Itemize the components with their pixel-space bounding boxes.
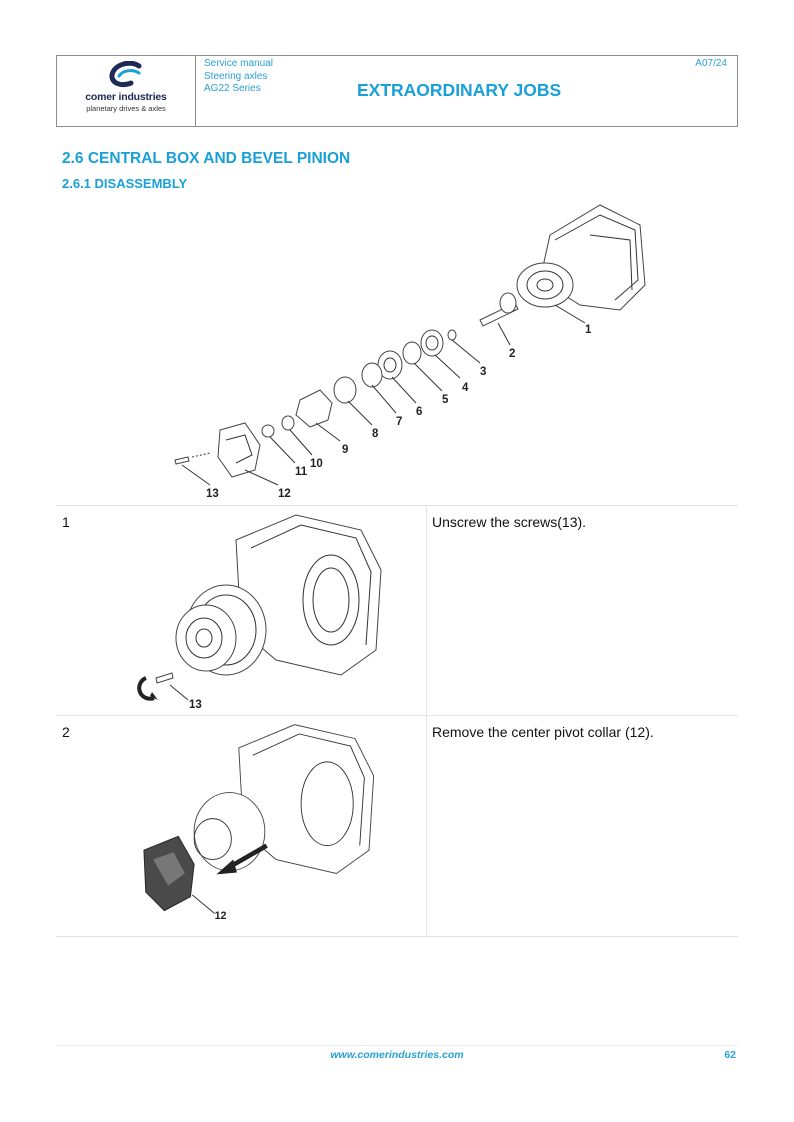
callout-8: 8 <box>372 428 379 440</box>
callout-5: 5 <box>442 394 449 406</box>
callout-2: 2 <box>509 348 515 360</box>
callout-11: 11 <box>295 466 308 478</box>
part-12-pivot-collar <box>217 422 261 478</box>
callout-leaders <box>181 304 586 486</box>
part-10-oring <box>281 415 295 431</box>
bevel-pinion <box>479 292 519 327</box>
part-4-bearing <box>420 329 444 357</box>
column-divider <box>426 506 427 715</box>
pull-arrow-icon <box>216 859 237 875</box>
callout-6: 6 <box>416 406 422 418</box>
step-row: 2 12 Remove the center pivot collar (12)… <box>56 715 738 937</box>
logo-name: comer industries <box>85 91 167 103</box>
step-number: 2 <box>62 724 70 740</box>
part-11-nut <box>261 424 275 438</box>
part-3-shim <box>447 329 457 341</box>
header-title: EXTRAORDINARY JOBS <box>357 80 562 100</box>
page-footer: www.comerindustries.com 62 <box>56 1045 738 1061</box>
part-9-flange <box>295 389 333 428</box>
callout-1: 1 <box>585 324 592 336</box>
part-8-ring <box>333 376 357 404</box>
header-meta: Service manual Steering axles AG22 Serie… <box>204 58 273 96</box>
screw-13 <box>155 672 174 684</box>
meta-series: AG22 Series <box>204 83 261 94</box>
central-box-housing <box>516 204 646 311</box>
section-heading: 2.6 CENTRAL BOX AND BEVEL PINION <box>62 150 351 167</box>
logo-cell: comer industries planetary drives & axle… <box>57 56 196 126</box>
step-row: 1 13 Unscrew the screws(13). <box>56 505 738 715</box>
page-number: 62 <box>724 1049 736 1061</box>
callout-4: 4 <box>462 382 469 394</box>
callout-10: 10 <box>310 458 323 470</box>
page-header: comer industries planetary drives & axle… <box>56 55 738 127</box>
step-1-callout: 13 <box>189 699 202 710</box>
step-2-illustration: 12 <box>143 724 375 920</box>
part-5-ring <box>402 341 422 365</box>
meta-manual-type: Service manual <box>204 58 273 69</box>
procedure-steps: 1 13 Unscrew the screws(13). 2 <box>56 505 738 937</box>
rotate-arrow-icon <box>137 676 155 701</box>
column-divider <box>426 716 427 936</box>
step-number: 1 <box>62 514 70 530</box>
comer-logo-icon <box>109 61 142 88</box>
logo-tagline: planetary drives & axles <box>86 104 166 113</box>
callout-3: 3 <box>480 366 486 378</box>
exploded-view-diagram: 1 2 3 4 5 6 7 8 9 10 11 12 13 <box>174 204 646 500</box>
subsection-heading: 2.6.1 DISASSEMBLY <box>62 176 188 191</box>
step-instruction: Unscrew the screws(13). <box>432 514 587 530</box>
callout-9: 9 <box>342 444 348 456</box>
step-2-callout: 12 <box>215 910 227 920</box>
part-7-spacer <box>361 362 383 388</box>
meta-product-line: Steering axles <box>204 70 268 82</box>
callout-labels: 1 2 3 4 5 6 7 8 9 10 11 12 13 <box>206 324 592 500</box>
footer-url[interactable]: www.comerindustries.com <box>330 1049 464 1061</box>
step-instruction: Remove the center pivot collar (12). <box>432 724 654 740</box>
step-1-illustration: 13 <box>137 514 382 710</box>
part-13-screw <box>174 456 190 465</box>
callout-12: 12 <box>278 488 291 500</box>
callout-7: 7 <box>396 416 402 428</box>
callout-13: 13 <box>206 488 219 500</box>
doc-code: A07/24 <box>695 58 727 69</box>
